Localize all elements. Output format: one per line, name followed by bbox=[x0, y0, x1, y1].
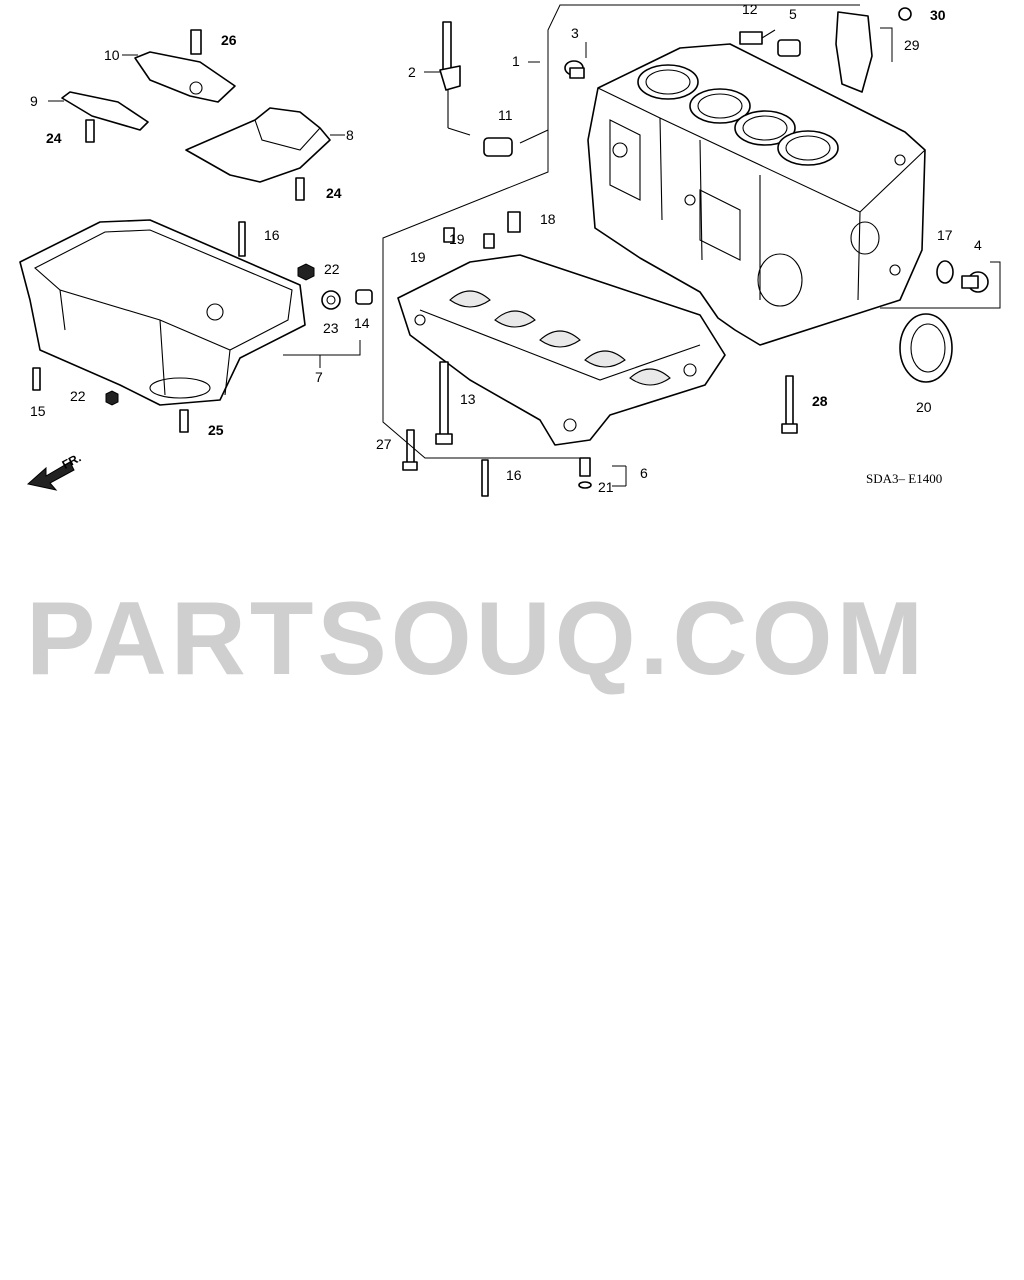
bolt-28[interactable] bbox=[781, 375, 798, 434]
callout-2[interactable]: 2 bbox=[408, 64, 416, 80]
bolt-13[interactable] bbox=[435, 361, 453, 445]
washer-23[interactable] bbox=[321, 290, 341, 310]
callout-29[interactable]: 29 bbox=[904, 37, 920, 53]
callout-30[interactable]: 30 bbox=[930, 7, 946, 23]
callout-8[interactable]: 8 bbox=[346, 127, 354, 143]
baffle-plate-9[interactable] bbox=[61, 91, 149, 131]
callout-3[interactable]: 3 bbox=[571, 25, 579, 41]
callout-1[interactable]: 1 bbox=[512, 53, 520, 69]
callout-5[interactable]: 5 bbox=[789, 6, 797, 22]
callout-24b[interactable]: 24 bbox=[326, 185, 342, 201]
sealing-plug-3[interactable] bbox=[564, 60, 585, 79]
bolt-25[interactable] bbox=[179, 409, 189, 433]
knock-sensor-11[interactable] bbox=[483, 137, 513, 157]
callout-15[interactable]: 15 bbox=[30, 403, 46, 419]
leader-lines bbox=[48, 4, 1001, 487]
callout-26[interactable]: 26 bbox=[221, 32, 237, 48]
callout-12[interactable]: 12 bbox=[742, 1, 758, 17]
bolt-15[interactable] bbox=[32, 367, 41, 391]
callout-16b[interactable]: 16 bbox=[506, 467, 522, 483]
plug-5[interactable] bbox=[777, 39, 801, 57]
callout-labels: 1 2 3 4 5 6 7 8 9 10 11 12 13 14 15 16 1… bbox=[30, 1, 982, 495]
watermark: PARTSOUQ.COM bbox=[26, 581, 927, 697]
lower-block[interactable] bbox=[397, 254, 726, 446]
oil-pan[interactable] bbox=[19, 219, 306, 406]
bolt-24a[interactable] bbox=[85, 119, 95, 143]
callout-7[interactable]: 7 bbox=[315, 369, 323, 385]
callout-21[interactable]: 21 bbox=[598, 479, 614, 495]
dowel-pin-18[interactable] bbox=[507, 211, 521, 233]
callout-23[interactable]: 23 bbox=[323, 320, 339, 336]
washer-17[interactable] bbox=[936, 260, 954, 284]
dowel-pin-19a[interactable] bbox=[483, 233, 495, 249]
oil-pressure-switch-12[interactable] bbox=[739, 29, 776, 45]
callout-4[interactable]: 4 bbox=[974, 237, 982, 253]
dipstick-guide[interactable] bbox=[439, 21, 471, 136]
front-direction-arrow bbox=[26, 461, 75, 491]
callout-16a[interactable]: 16 bbox=[264, 227, 280, 243]
callout-11[interactable]: 11 bbox=[498, 107, 513, 123]
bolt-26[interactable] bbox=[190, 29, 202, 55]
dowel-pin-19b[interactable] bbox=[443, 227, 455, 243]
callout-18[interactable]: 18 bbox=[540, 211, 556, 227]
callout-20[interactable]: 20 bbox=[916, 399, 932, 415]
callout-28[interactable]: 28 bbox=[812, 393, 828, 409]
drain-bolt-14[interactable] bbox=[355, 289, 373, 305]
baffle-plate-8[interactable] bbox=[185, 107, 331, 183]
bolt-30[interactable] bbox=[898, 7, 912, 21]
nut-22b[interactable] bbox=[105, 390, 119, 406]
callout-10[interactable]: 10 bbox=[104, 47, 120, 63]
bracket-29[interactable] bbox=[835, 11, 873, 93]
nut-22a[interactable] bbox=[297, 263, 315, 281]
baffle-plate-10[interactable] bbox=[134, 51, 236, 103]
stud-bolt-16b[interactable] bbox=[481, 459, 489, 497]
callout-24a[interactable]: 24 bbox=[46, 130, 62, 146]
callout-14[interactable]: 14 bbox=[354, 315, 370, 331]
drain-plug-4[interactable] bbox=[961, 271, 989, 293]
callout-9[interactable]: 9 bbox=[30, 93, 38, 109]
callout-17[interactable]: 17 bbox=[937, 227, 953, 243]
callout-22a[interactable]: 22 bbox=[324, 261, 340, 277]
stud-bolt-16a[interactable] bbox=[238, 221, 246, 257]
reference-code: SDA3– E1400 bbox=[866, 471, 942, 486]
bolt-24b[interactable] bbox=[295, 177, 305, 201]
callout-6[interactable]: 6 bbox=[640, 465, 648, 481]
callout-13[interactable]: 13 bbox=[460, 391, 476, 407]
cylinder-block[interactable] bbox=[587, 43, 926, 346]
sealing-bolt-6[interactable] bbox=[579, 457, 591, 477]
callout-19a[interactable]: 19 bbox=[449, 231, 465, 247]
oil-seal-20[interactable] bbox=[899, 313, 953, 383]
callout-19b[interactable]: 19 bbox=[410, 249, 426, 265]
callout-22b[interactable]: 22 bbox=[70, 388, 86, 404]
callout-27[interactable]: 27 bbox=[376, 436, 392, 452]
callout-25[interactable]: 25 bbox=[208, 422, 224, 438]
washer-21[interactable] bbox=[578, 481, 592, 489]
